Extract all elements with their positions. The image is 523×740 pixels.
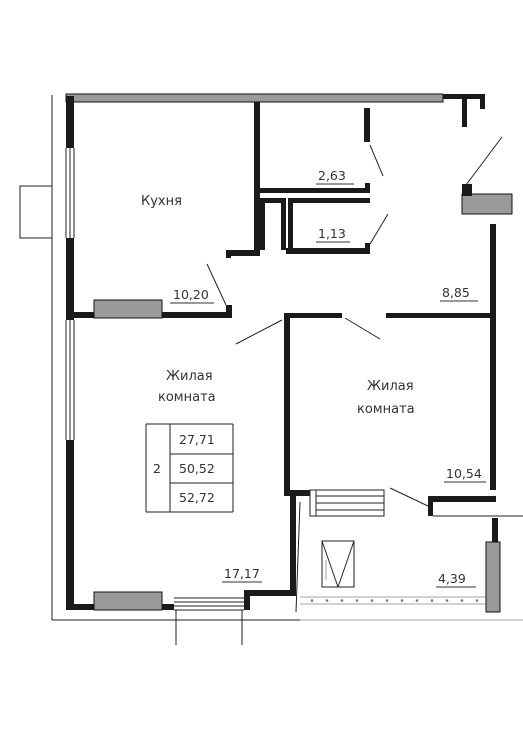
railing-post — [355, 599, 359, 602]
air-conditioner-icon — [321, 540, 355, 588]
kitchen-name: Кухня — [141, 194, 182, 209]
railing-post — [460, 599, 464, 602]
summary-rooms-count: 2 — [153, 461, 161, 476]
balcony-area: 4,39 — [438, 571, 466, 586]
living-right-name-2: комната — [357, 402, 415, 417]
wc-area: 1,13 — [318, 226, 346, 241]
railing-post — [325, 599, 329, 602]
door-swings — [206, 136, 503, 507]
railing-post — [385, 599, 389, 602]
summary-living-area: 27,71 — [179, 432, 215, 447]
railing-post — [415, 599, 419, 602]
railing-post — [340, 599, 344, 602]
outer-frame — [19, 95, 523, 621]
summary-total-with-balcony: 52,72 — [179, 490, 215, 505]
living-left-name-1: Жилая — [166, 369, 213, 384]
railing-post — [400, 599, 404, 602]
balcony-railing — [300, 596, 488, 605]
summary-total-area: 50,52 — [179, 461, 215, 476]
railing-post — [370, 599, 374, 602]
living-left-area: 17,17 — [224, 566, 260, 581]
railing-post — [445, 599, 449, 602]
bath-area: 2,63 — [318, 168, 346, 183]
railing-post — [475, 599, 479, 602]
bottom-window — [174, 597, 244, 645]
living-right-area: 10,54 — [446, 466, 482, 481]
summary-table — [145, 423, 234, 513]
living-right-name-1: Жилая — [367, 379, 414, 394]
balcony-door — [309, 489, 385, 517]
left-exterior-wall — [65, 96, 75, 610]
hall-area: 8,85 — [442, 285, 470, 300]
railing-posts — [310, 599, 479, 602]
living-left-name-2: комната — [158, 390, 216, 405]
top-exterior-wall — [65, 93, 444, 103]
railing-post — [430, 599, 434, 602]
kitchen-area: 10,20 — [173, 287, 209, 302]
railing-post — [310, 599, 314, 602]
